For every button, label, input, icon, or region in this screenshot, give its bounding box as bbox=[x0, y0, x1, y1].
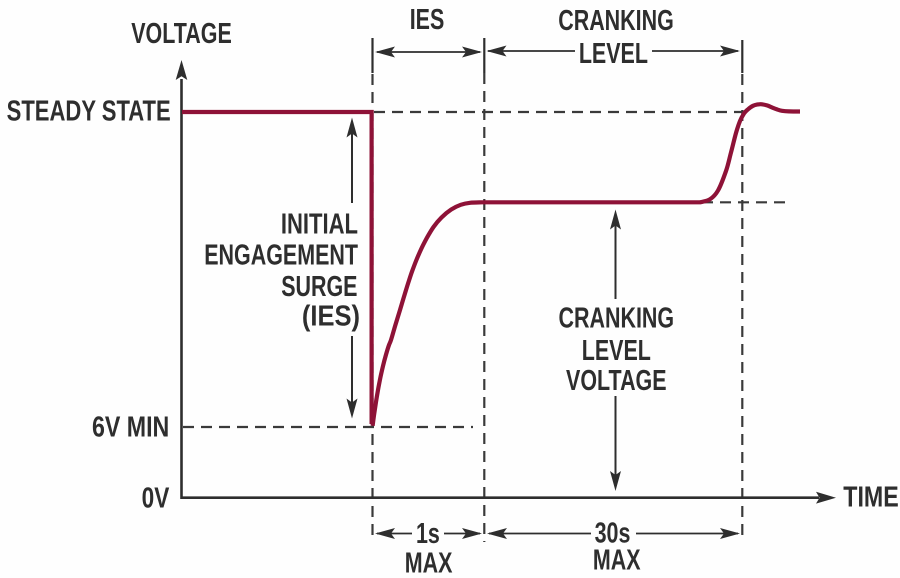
svg-text:CRANKING: CRANKING bbox=[558, 5, 674, 37]
svg-text:VOLTAGE: VOLTAGE bbox=[566, 365, 667, 397]
svg-text:VOLTAGE: VOLTAGE bbox=[131, 18, 232, 50]
svg-text:LEVEL: LEVEL bbox=[582, 335, 651, 367]
svg-text:MAX: MAX bbox=[593, 544, 641, 576]
svg-text:6V MIN: 6V MIN bbox=[92, 410, 169, 443]
svg-text:LEVEL: LEVEL bbox=[579, 38, 648, 70]
svg-text:30s: 30s bbox=[595, 517, 631, 549]
svg-text:1s: 1s bbox=[416, 518, 440, 550]
svg-text:SURGE: SURGE bbox=[281, 271, 357, 303]
svg-text:0V: 0V bbox=[142, 481, 170, 514]
svg-text:TIME: TIME bbox=[843, 480, 898, 513]
svg-text:IES: IES bbox=[410, 4, 445, 36]
svg-text:(IES): (IES) bbox=[302, 299, 360, 332]
svg-text:CRANKING: CRANKING bbox=[558, 302, 674, 334]
svg-text:INITIAL: INITIAL bbox=[281, 209, 358, 241]
svg-text:MAX: MAX bbox=[405, 548, 453, 578]
svg-text:STEADY STATE: STEADY STATE bbox=[7, 96, 171, 128]
svg-text:ENGAGEMENT: ENGAGEMENT bbox=[204, 239, 358, 271]
